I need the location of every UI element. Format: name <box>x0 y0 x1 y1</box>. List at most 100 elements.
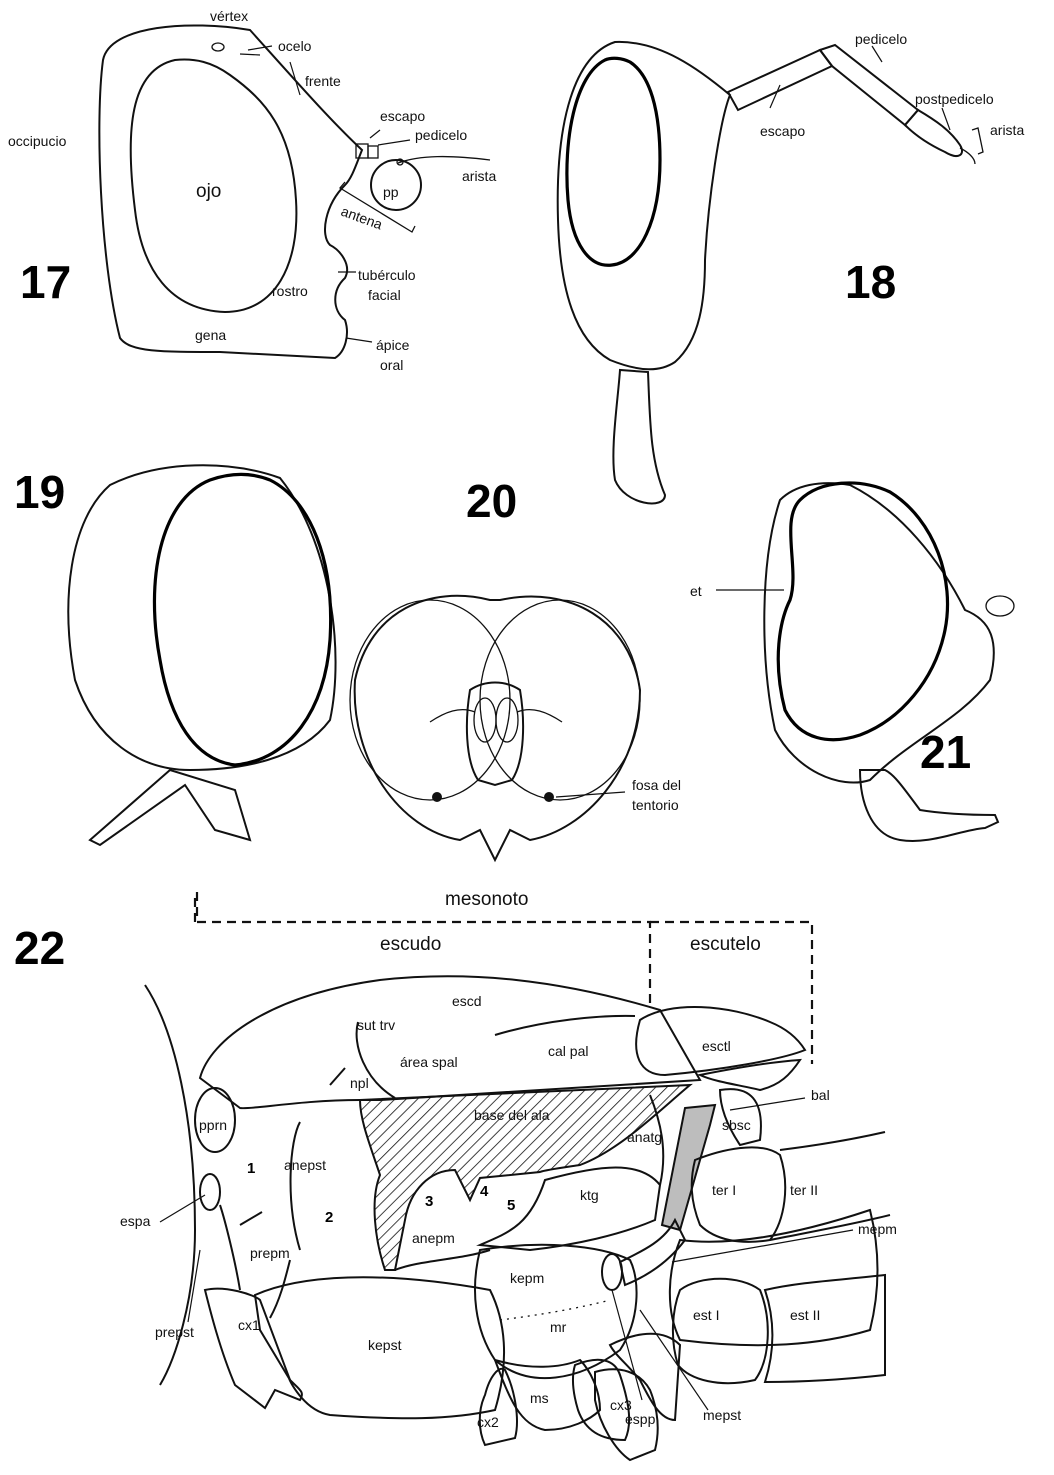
anepisternum-line-22 <box>291 1122 300 1250</box>
label-anepst: anepst <box>284 1157 326 1173</box>
scape-18 <box>728 50 832 110</box>
label-num-1: 1 <box>247 1160 255 1177</box>
label-escd: escd <box>452 993 482 1009</box>
label-pp: pp <box>383 184 399 200</box>
cx1-22 <box>205 1289 302 1408</box>
face-20 <box>467 683 523 786</box>
tentorial-pit-20 <box>544 792 554 802</box>
figure-19-number: 19 <box>14 466 65 518</box>
label-base-del-ala: base del ala <box>474 1107 550 1123</box>
label-kepst: kepst <box>368 1337 402 1353</box>
membrane-22 <box>670 1210 878 1345</box>
label-cx1: cx1 <box>238 1317 260 1333</box>
label-sut-trv: sut trv <box>357 1017 395 1033</box>
proboscis-21 <box>860 770 998 841</box>
label-antena: antena <box>339 203 385 233</box>
eye-21 <box>778 483 947 740</box>
cx2-22 <box>480 1369 517 1445</box>
label-tuberculo-1: tubérculo <box>358 267 416 283</box>
label-kepm: kepm <box>510 1270 544 1286</box>
antenna-21 <box>986 596 1014 616</box>
proboscis-19 <box>90 770 250 845</box>
label-num-2: 2 <box>325 1209 333 1226</box>
label-escapo-18: escapo <box>760 123 805 139</box>
pedicel-18 <box>820 45 918 125</box>
figure-21: 21 et <box>690 483 1014 841</box>
eye-18 <box>567 58 660 265</box>
ocellus-17 <box>212 43 224 51</box>
label-et: et <box>690 583 702 599</box>
figure-18-number: 18 <box>845 256 896 308</box>
label-mepm: mepm <box>858 1221 897 1237</box>
label-mesonoto: mesonoto <box>445 889 528 910</box>
label-anepm: anepm <box>412 1230 455 1246</box>
figure-20: 20 fosa del tentorio <box>350 475 681 860</box>
label-fosa-1: fosa del <box>632 777 681 793</box>
label-escutelo: escutelo <box>690 934 761 955</box>
figure-17-number: 17 <box>20 256 71 308</box>
sternite-ii-22 <box>765 1275 885 1382</box>
figure-22-number: 22 <box>14 922 65 974</box>
label-pprn: pprn <box>199 1117 227 1133</box>
arista-bracket-18 <box>972 128 983 154</box>
figure-18: 18 pedicelo postpedicelo arista escapo <box>558 31 1025 503</box>
tergite-i-22 <box>692 1147 785 1242</box>
label-apice-1: ápice <box>376 337 410 353</box>
postalar-line-22 <box>495 1016 635 1035</box>
label-arista-18: arista <box>990 122 1024 138</box>
label-fosa-2: tentorio <box>632 797 679 813</box>
label-tuberculo-2: facial <box>368 287 401 303</box>
figure-20-number: 20 <box>466 475 517 527</box>
label-est-ii: est II <box>790 1307 820 1323</box>
label-espp: espp <box>625 1411 656 1427</box>
label-mr: mr <box>550 1319 567 1335</box>
label-ktg: ktg <box>580 1187 599 1203</box>
label-mepst: mepst <box>703 1407 741 1423</box>
posterior-spiracle-22 <box>602 1254 622 1290</box>
figure-17: 17 vértex ocelo frente occipucio escapo … <box>8 8 496 373</box>
sternite-i-22 <box>673 1279 768 1383</box>
label-prepm: prepm <box>250 1245 290 1261</box>
label-arista-17: arista <box>462 168 496 184</box>
label-escapo-17: escapo <box>380 108 425 124</box>
label-sbsc: sbsc <box>722 1117 751 1133</box>
label-postpedicelo: postpedicelo <box>915 91 994 107</box>
label-num-3: 3 <box>425 1193 433 1210</box>
proboscis-18 <box>613 370 665 503</box>
label-ter-ii: ter II <box>790 1182 818 1198</box>
eye-right-20 <box>480 600 640 800</box>
anterior-spiracle-22 <box>200 1174 220 1210</box>
postpedicel-18 <box>905 110 962 156</box>
label-apice-2: oral <box>380 357 403 373</box>
label-espa: espa <box>120 1213 151 1229</box>
label-pedicelo-18: pedicelo <box>855 31 907 47</box>
label-ojo: ojo <box>196 181 221 202</box>
label-anatg: anatg <box>627 1129 662 1145</box>
arista-line-17 <box>398 157 490 163</box>
label-vertex: vértex <box>210 8 248 24</box>
label-occipucio: occipucio <box>8 133 67 149</box>
antenna-right-20 <box>496 698 518 742</box>
label-npl: npl <box>350 1075 369 1091</box>
label-esctl: esctl <box>702 1038 731 1054</box>
pedicel-17 <box>368 146 378 158</box>
figure-19: 19 <box>14 465 336 845</box>
label-pedicelo-17: pedicelo <box>415 127 467 143</box>
label-prepst: prepst <box>155 1324 194 1340</box>
label-frente: frente <box>305 73 341 89</box>
figure-22: 22 mesonoto escudo escutelo <box>14 889 897 1460</box>
halter-22 <box>662 1105 715 1230</box>
label-est-i: est I <box>693 1307 719 1323</box>
label-escudo: escudo <box>380 934 441 955</box>
label-num-4: 4 <box>480 1183 489 1200</box>
label-rostro: rostro <box>272 283 308 299</box>
label-num-5: 5 <box>507 1197 515 1214</box>
head-outline-19 <box>68 465 335 770</box>
label-bal: bal <box>811 1087 830 1103</box>
label-area-spal: área spal <box>400 1054 458 1070</box>
label-ocelo: ocelo <box>278 38 312 54</box>
label-ter-i: ter I <box>712 1182 736 1198</box>
label-gena: gena <box>195 327 226 343</box>
label-cx2: cx2 <box>477 1414 499 1430</box>
